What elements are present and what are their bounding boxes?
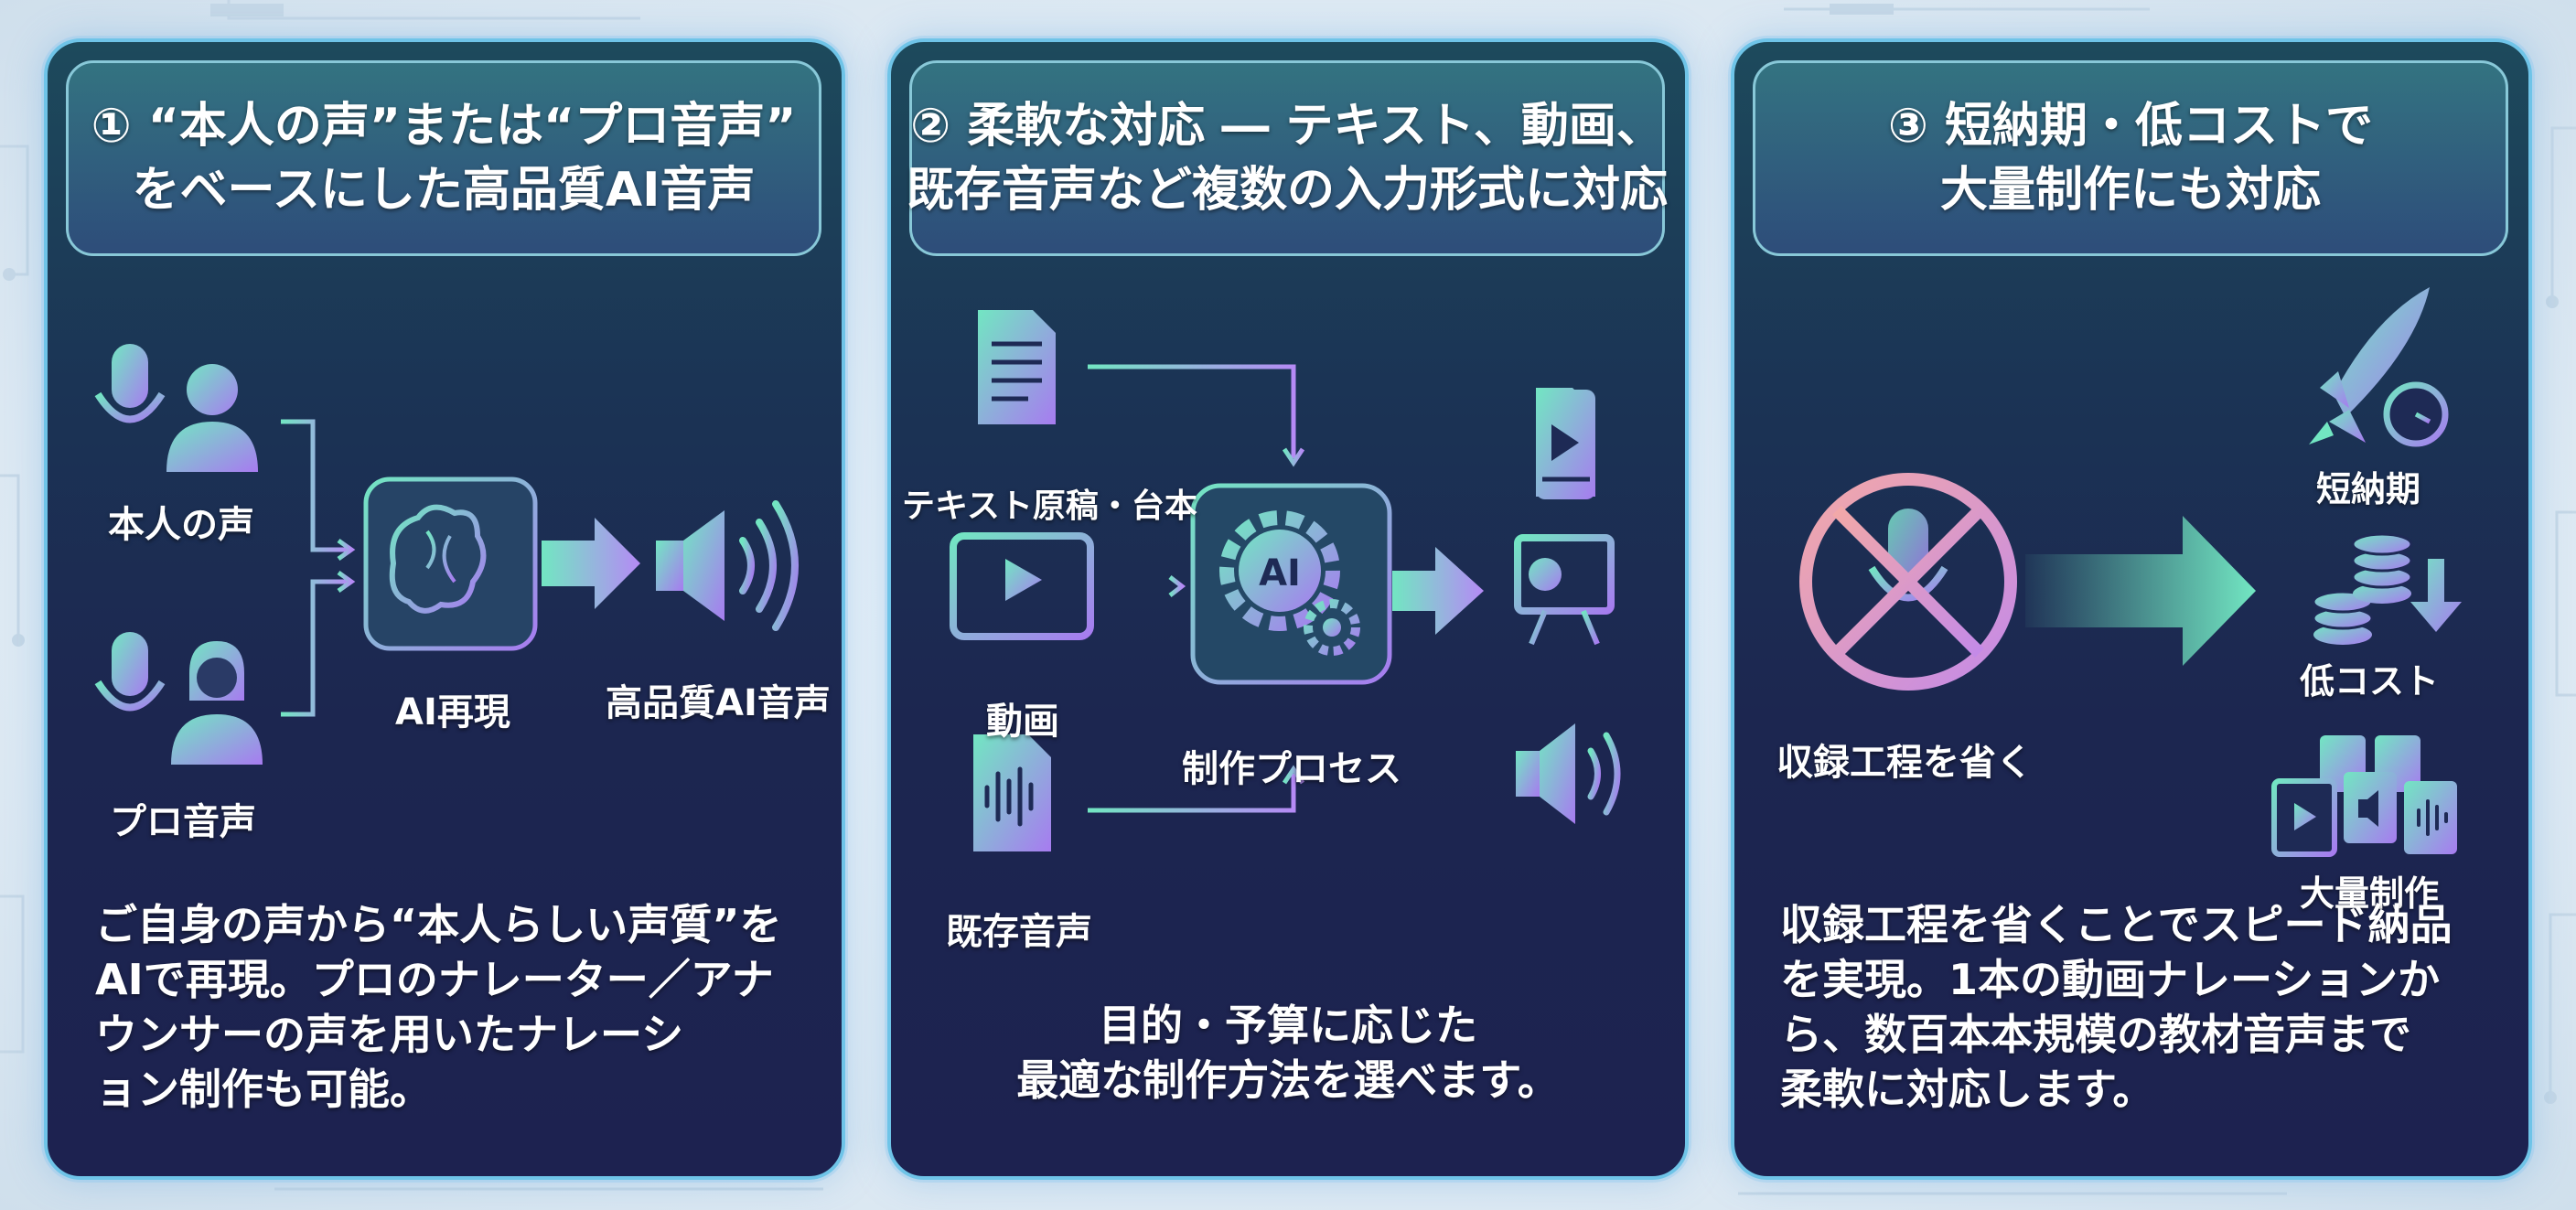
card-header: ③ 短納期・低コストで 大量制作にも対応: [1753, 60, 2508, 256]
label-mass-production: 大量制作: [2300, 873, 2440, 914]
no-microphone-icon: [1799, 473, 2017, 691]
description-line: 柔軟に対応します。: [1780, 1065, 2155, 1114]
speaker-icon: [1516, 723, 1621, 824]
speaker-icon: [656, 500, 799, 631]
presentation-icon: [1510, 534, 1618, 646]
connector-lines: [1088, 364, 1305, 813]
description-line: 目的・予算に応じた: [1099, 1001, 1477, 1050]
label-ai-reproduction: AI再現: [395, 691, 510, 733]
arrow-right-icon: [542, 518, 640, 609]
waveform-icon: [488, 524, 527, 603]
feature-card-flexible: ② 柔軟な対応 ― テキスト、動画、 既存音声など複数の入力形式に対応: [887, 38, 1689, 1180]
arrow-down-icon: [2410, 559, 2462, 632]
coins-icon: [2312, 532, 2413, 645]
card-title-line1: ③ 短納期・低コストで: [1887, 99, 2374, 154]
description: 目的・予算に応じた 最適な制作方法を選べます。: [891, 998, 1685, 1108]
woman-icon: [171, 641, 263, 765]
description: ご自身の声から“本人らしい声質”を AIで再現。プロのナレーター／アナ ウンサー…: [95, 897, 781, 1117]
feature-card-voice: ① “本人の声”または“プロ音声” をベースにした高品質AI音声: [44, 38, 845, 1180]
description-line: を実現。1本の動画ナレーションか: [1780, 955, 2441, 1004]
description-line: ウンサーの声を用いたナレーシ: [95, 1010, 684, 1059]
ai-gear-icon: AI: [1190, 483, 1392, 685]
description-line: ら、数百本本規模の教材音声まで: [1780, 1010, 2411, 1059]
process-flow-illustration: AI: [950, 310, 1621, 851]
description-line: 収録工程を省くことでスピード納品: [1780, 900, 2453, 949]
microphone-icon: [94, 632, 166, 766]
label-production-process: 制作プロセス: [1182, 748, 1401, 790]
connector-lines: [281, 419, 356, 717]
description-line: ョン制作も可能。: [95, 1065, 432, 1114]
label-own-voice: 本人の声: [108, 504, 254, 546]
label-short-delivery: 短納期: [2316, 469, 2421, 509]
card-title-line2: をベースにした高品質AI音声: [132, 163, 756, 218]
arrow-right-icon: [2025, 516, 2256, 666]
card-title-line2: 大量制作にも対応: [1939, 163, 2321, 218]
label-skip-recording: 収録工程を省く: [1776, 742, 2033, 784]
video-file-icon: [1536, 388, 1595, 499]
label-text-script: テキスト原稿・台本: [902, 487, 1197, 525]
label-existing-audio: 既存音声: [946, 911, 1092, 953]
brain-icon: [363, 477, 538, 651]
media-files-icon: [2271, 735, 2457, 857]
audio-file-icon: [973, 734, 1051, 851]
description-line: 最適な制作方法を選べます。: [1016, 1055, 1560, 1105]
rocket-icon: [2309, 287, 2430, 444]
card-header: ② 柔軟な対応 ― テキスト、動画、 既存音声など複数の入力形式に対応: [907, 60, 1669, 256]
card-header: ① “本人の声”または“プロ音声” をベースにした高品質AI音声: [66, 60, 821, 256]
video-icon: [950, 532, 1094, 640]
label-pro-voice: プロ音声: [110, 801, 256, 843]
speed-illustration: [1799, 287, 2462, 857]
label-output-voice: 高品質AI音声: [606, 682, 831, 724]
gear-ai-text: AI: [1259, 552, 1301, 594]
person-icon: [166, 364, 258, 472]
description: 収録工程を省くことでスピード納品 を実現。1本の動画ナレーションか ら、数百本本…: [1780, 897, 2453, 1117]
description-line: ご自身の声から“本人らしい声質”を: [95, 900, 782, 949]
card-title-line1: ① “本人の声”または“プロ音声”: [91, 99, 797, 154]
clock-icon: [2383, 381, 2449, 447]
voice-flow-illustration: [94, 344, 799, 766]
feature-card-speed: ③ 短納期・低コストで 大量制作にも対応: [1731, 38, 2532, 1180]
microphone-icon: [94, 344, 166, 477]
arrow-right-icon: [1392, 547, 1484, 635]
card-title-line1: ② 柔軟な対応 ― テキスト、動画、: [910, 99, 1664, 154]
label-video: 動画: [986, 701, 1059, 743]
description-line: AIで再現。プロのナレーター／アナ: [95, 955, 774, 1004]
card-title-line2: 既存音声など複数の入力形式に対応: [907, 163, 1669, 218]
label-low-cost: 低コスト: [2300, 661, 2440, 701]
document-icon: [978, 310, 1056, 424]
